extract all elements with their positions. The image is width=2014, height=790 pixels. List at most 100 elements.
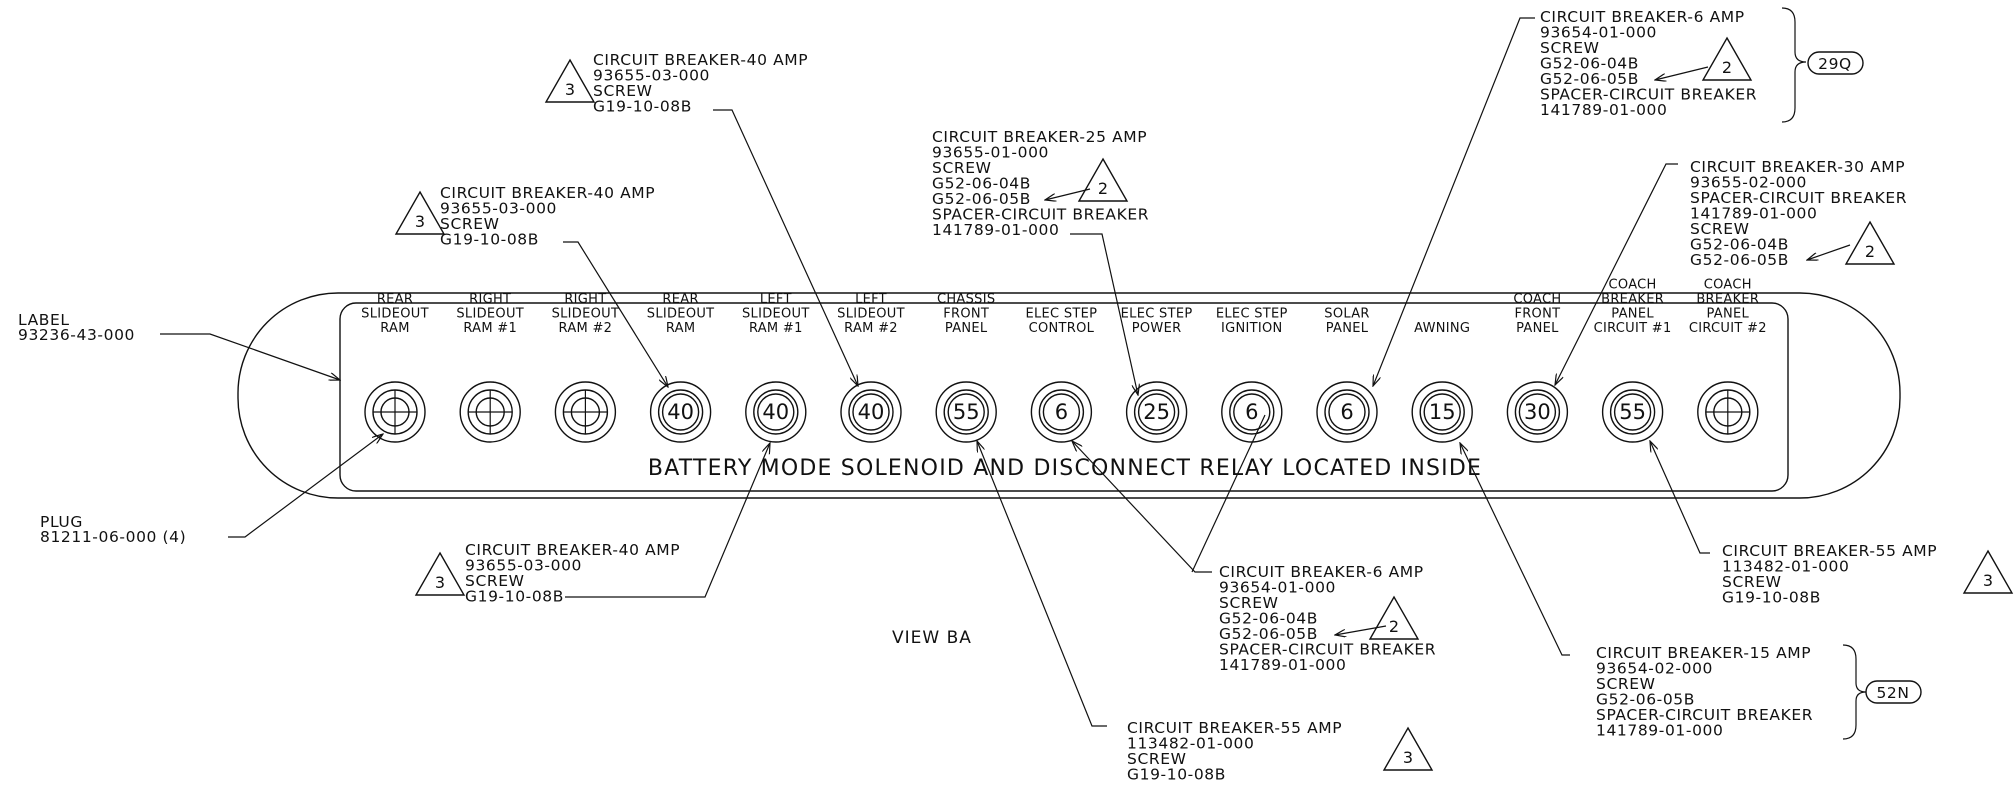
breaker-inner-ring (1038, 389, 1085, 435)
revision-triangle (1382, 726, 1434, 771)
breaker-button (852, 393, 890, 431)
part-callout: CIRCUIT BREAKER-15 AMP93654-02-000SCREWG… (1596, 644, 1813, 740)
slot-label: RAM #1 (749, 321, 803, 336)
callout-text: 93654-01-000 (1219, 579, 1336, 597)
slot-label: RAM (380, 321, 410, 336)
callout-text: SPACER-CIRCUIT BREAKER (1596, 706, 1813, 724)
triangle-number: 2 (1389, 617, 1399, 636)
breaker-rating: 15 (1429, 400, 1456, 424)
slot-label: AWNING (1414, 321, 1470, 336)
part-callout: CIRCUIT BREAKER-25 AMP93655-01-000SCREWG… (932, 128, 1149, 239)
part-callout: CIRCUIT BREAKER-40 AMP93655-03-000SCREWG… (544, 51, 808, 116)
breaker-rating: 6 (1340, 400, 1353, 424)
callout-text: 93655-03-000 (593, 67, 710, 85)
callout-text: SCREW (1690, 220, 1750, 238)
tag-text: 29Q (1818, 55, 1852, 73)
callout-text: SCREW (465, 572, 525, 590)
breaker-outer-ring (554, 381, 617, 443)
part-callout: CIRCUIT BREAKER-6 AMP93654-01-000SCREWG5… (1219, 563, 1436, 674)
callout-text: CIRCUIT BREAKER-15 AMP (1596, 644, 1811, 662)
triangle-pointers (1045, 66, 1851, 635)
slot-label: RAM (666, 321, 696, 336)
slot-label: IGNITION (1221, 321, 1283, 336)
part-callout: CIRCUIT BREAKER-40 AMP93655-03-000SCREWG… (414, 541, 680, 606)
breaker-inner-ring (943, 389, 989, 435)
slot-label: RAM #2 (559, 321, 613, 336)
callout-text: SPACER-CIRCUIT BREAKER (1540, 86, 1757, 104)
panel-inner-outline (339, 302, 1789, 492)
callout-text: 93655-01-000 (932, 144, 1049, 162)
callout-text: SCREW (593, 82, 653, 100)
triangle-number: 3 (435, 573, 445, 592)
triangle-number: 3 (1983, 571, 1993, 590)
breaker-outer-ring (649, 381, 712, 443)
callout-text: G19-10-08B (1722, 589, 1821, 607)
callout-text: 93655-03-000 (465, 557, 582, 575)
slot-label: PANEL (1326, 321, 1369, 336)
callout-text: 141789-01-000 (932, 221, 1059, 239)
triangle-number: 3 (1403, 748, 1413, 767)
part-callout: CIRCUIT BREAKER-30 AMP93655-02-000SPACER… (1690, 158, 1907, 269)
slot-label: RIGHT (564, 292, 606, 307)
breaker-button (1137, 393, 1176, 431)
breaker-button (661, 393, 700, 431)
plug-callout: PLUG 81211-06-000 (4) (40, 434, 383, 546)
triangle-number: 2 (1722, 58, 1732, 77)
callout-text: 93654-02-000 (1596, 660, 1713, 678)
slot-label: LEFT (760, 292, 792, 307)
breaker-outer-ring (459, 381, 521, 443)
callout-text: G52-06-05B (1540, 70, 1639, 88)
callout-text: SPACER-CIRCUIT BREAKER (932, 206, 1149, 224)
slot-label: COACH (1513, 292, 1561, 307)
slot-label: RIGHT (469, 292, 511, 307)
part-callout: CIRCUIT BREAKER-40 AMP93655-03-000SCREWG… (394, 184, 655, 249)
callout-text: G19-10-08B (440, 231, 539, 249)
breaker-button (1423, 393, 1461, 431)
breaker-outer-ring (1506, 381, 1569, 443)
triangle-number: 3 (415, 212, 425, 231)
breaker-rating: 6 (1055, 400, 1068, 424)
panel-outer-outline (237, 292, 1901, 499)
triangle-number: 2 (1098, 179, 1108, 198)
slot-label: SLIDEOUT (552, 307, 620, 322)
breaker-slot: AWNING 15 (1411, 321, 1473, 443)
slot-label: POWER (1132, 321, 1182, 336)
slot-label: PANEL (1516, 321, 1559, 336)
slot-label: ELEC STEP (1121, 307, 1193, 322)
callout-text: SCREW (932, 159, 992, 177)
breaker-inner-ring (753, 389, 799, 435)
revision-triangle (544, 58, 596, 103)
revision-triangle (1077, 157, 1129, 202)
part-callout: CIRCUIT BREAKER-55 AMP113482-01-000SCREW… (1722, 542, 2014, 607)
breaker-button (1233, 393, 1271, 431)
slot-label: BREAKER (1696, 292, 1759, 307)
callout-text: G52-06-05B (1219, 625, 1318, 643)
brace-52n: 52N (1842, 644, 1922, 740)
callout-text: 141789-01-000 (1596, 722, 1723, 740)
panel-inscription: BATTERY MODE SOLENOID AND DISCONNECT REL… (648, 456, 1482, 481)
breaker-inner-ring (1514, 389, 1561, 435)
view-label: VIEW BA (892, 628, 972, 648)
callout-text: SCREW (1219, 594, 1279, 612)
callout-text: SPACER-CIRCUIT BREAKER (1219, 641, 1436, 659)
callout-text: CIRCUIT BREAKER-55 AMP (1722, 542, 1937, 560)
slot-label: FRONT (1514, 307, 1560, 322)
brace-29q: 29Q (1781, 7, 1864, 123)
breaker-outer-ring (1030, 381, 1093, 443)
breaker-outer-ring (1601, 381, 1664, 443)
slot-label: SOLAR (1324, 307, 1369, 322)
slot-label: COACH (1704, 278, 1752, 293)
breaker-outer-ring (935, 381, 997, 443)
triangle-number: 2 (1865, 242, 1875, 261)
breaker-rating: 40 (762, 400, 789, 424)
